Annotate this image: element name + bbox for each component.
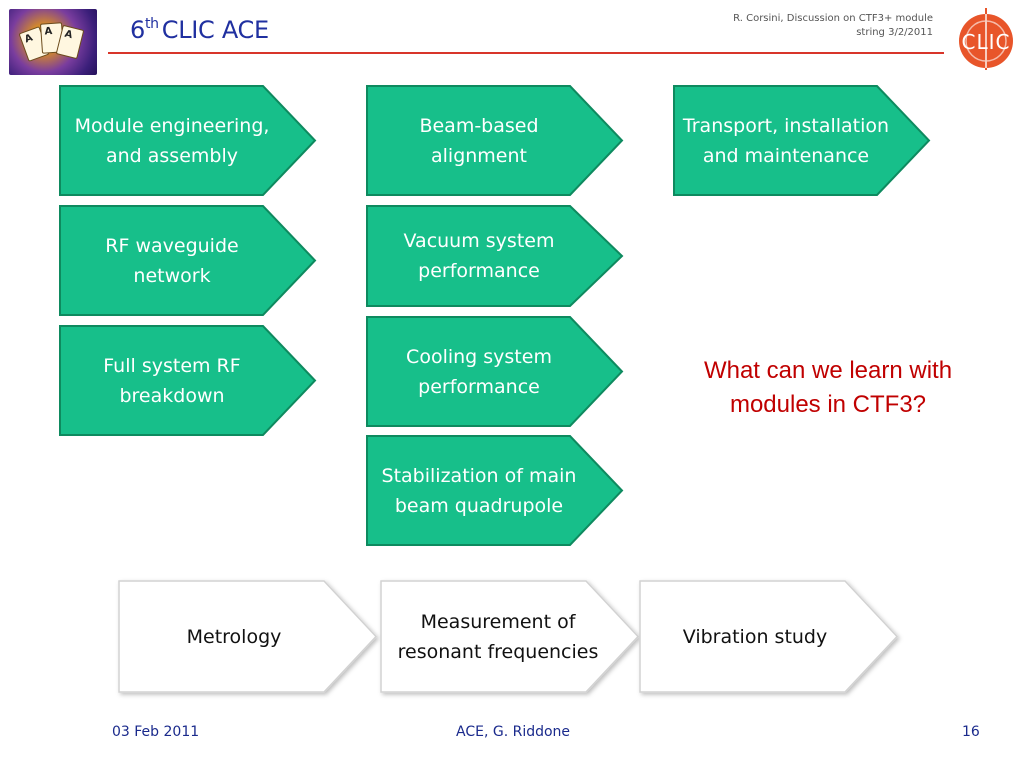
topic-label: Module engineering, and assembly bbox=[74, 114, 270, 167]
question-text: What can we learn with modules in CTF3? bbox=[703, 357, 953, 418]
page-number: 16 bbox=[962, 724, 980, 740]
clic-logo: CLIC bbox=[959, 8, 1013, 70]
topic-label: Stabilization of main beam quadrupole bbox=[381, 464, 577, 517]
process-step: Measurement of resonant frequencies bbox=[380, 580, 642, 693]
clic-logo-text: CLIC bbox=[962, 30, 1011, 54]
topic-box: Cooling system performance bbox=[366, 316, 624, 427]
header-note: R. Corsini, Discussion on CTF3+ module s… bbox=[733, 13, 933, 38]
topic-box: Beam-based alignment bbox=[366, 85, 624, 196]
topic-box: Full system RF breakdown bbox=[59, 325, 317, 436]
event-logo-image: A A A bbox=[9, 9, 97, 75]
title-divider bbox=[108, 52, 944, 54]
topic-box: Module engineering, and assembly bbox=[59, 85, 317, 196]
topic-box: Stabilization of main beam quadrupole bbox=[366, 435, 624, 546]
topic-box: RF waveguide network bbox=[59, 205, 317, 316]
process-label: Metrology bbox=[186, 625, 282, 648]
footer-author: ACE, G. Riddone bbox=[456, 724, 571, 740]
topic-label: Cooling system performance bbox=[406, 345, 552, 398]
topic-label: Beam-based alignment bbox=[419, 114, 539, 167]
process-step: Metrology bbox=[118, 580, 380, 693]
topic-label: RF waveguide network bbox=[105, 234, 239, 287]
topic-box: Vacuum system performance bbox=[366, 205, 624, 307]
topic-label: Vacuum system performance bbox=[403, 230, 555, 282]
footer-date: 03 Feb 2011 bbox=[112, 724, 200, 740]
process-label: Measurement of resonant frequencies bbox=[397, 610, 599, 663]
topic-label: Transport, installation and maintenance bbox=[682, 114, 890, 167]
process-step: Vibration study bbox=[639, 580, 901, 693]
process-label: Vibration study bbox=[682, 625, 828, 648]
topic-box: Transport, installation and maintenance bbox=[673, 85, 931, 196]
topic-label: Full system RF breakdown bbox=[103, 354, 241, 407]
